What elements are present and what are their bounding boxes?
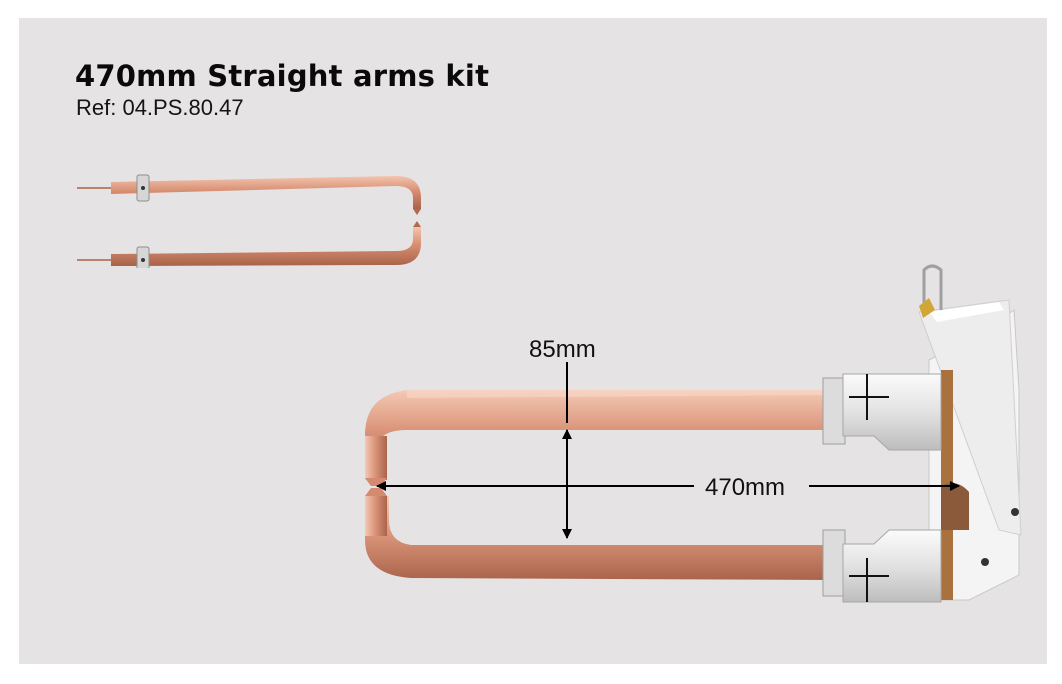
lower-arm — [365, 496, 829, 580]
gap-dimension-label: 85mm — [529, 336, 596, 363]
product-reference: Ref: 04.PS.80.47 — [76, 95, 244, 120]
gap-dimension: 85mm — [529, 336, 596, 539]
product-title: 470mm Straight arms kit — [75, 59, 490, 93]
length-dimension: 470mm — [376, 474, 960, 501]
length-dimension-label: 470mm — [705, 474, 785, 501]
thumbnail-collars — [136, 174, 150, 268]
thumbnail-tip-gap — [413, 209, 421, 227]
upper-holder — [822, 373, 942, 451]
product-panel: 470mm Straight arms kit Ref: 04.PS.80.47 — [19, 18, 1047, 664]
thumbnail-upper-arm — [77, 176, 421, 209]
lower-holder — [822, 529, 942, 603]
arms-kit-thumbnail — [77, 174, 421, 268]
thumbnail-lower-arm — [77, 227, 421, 266]
upper-arm — [365, 390, 829, 480]
arms-kit-diagram: 85mm 470mm — [365, 264, 1022, 603]
